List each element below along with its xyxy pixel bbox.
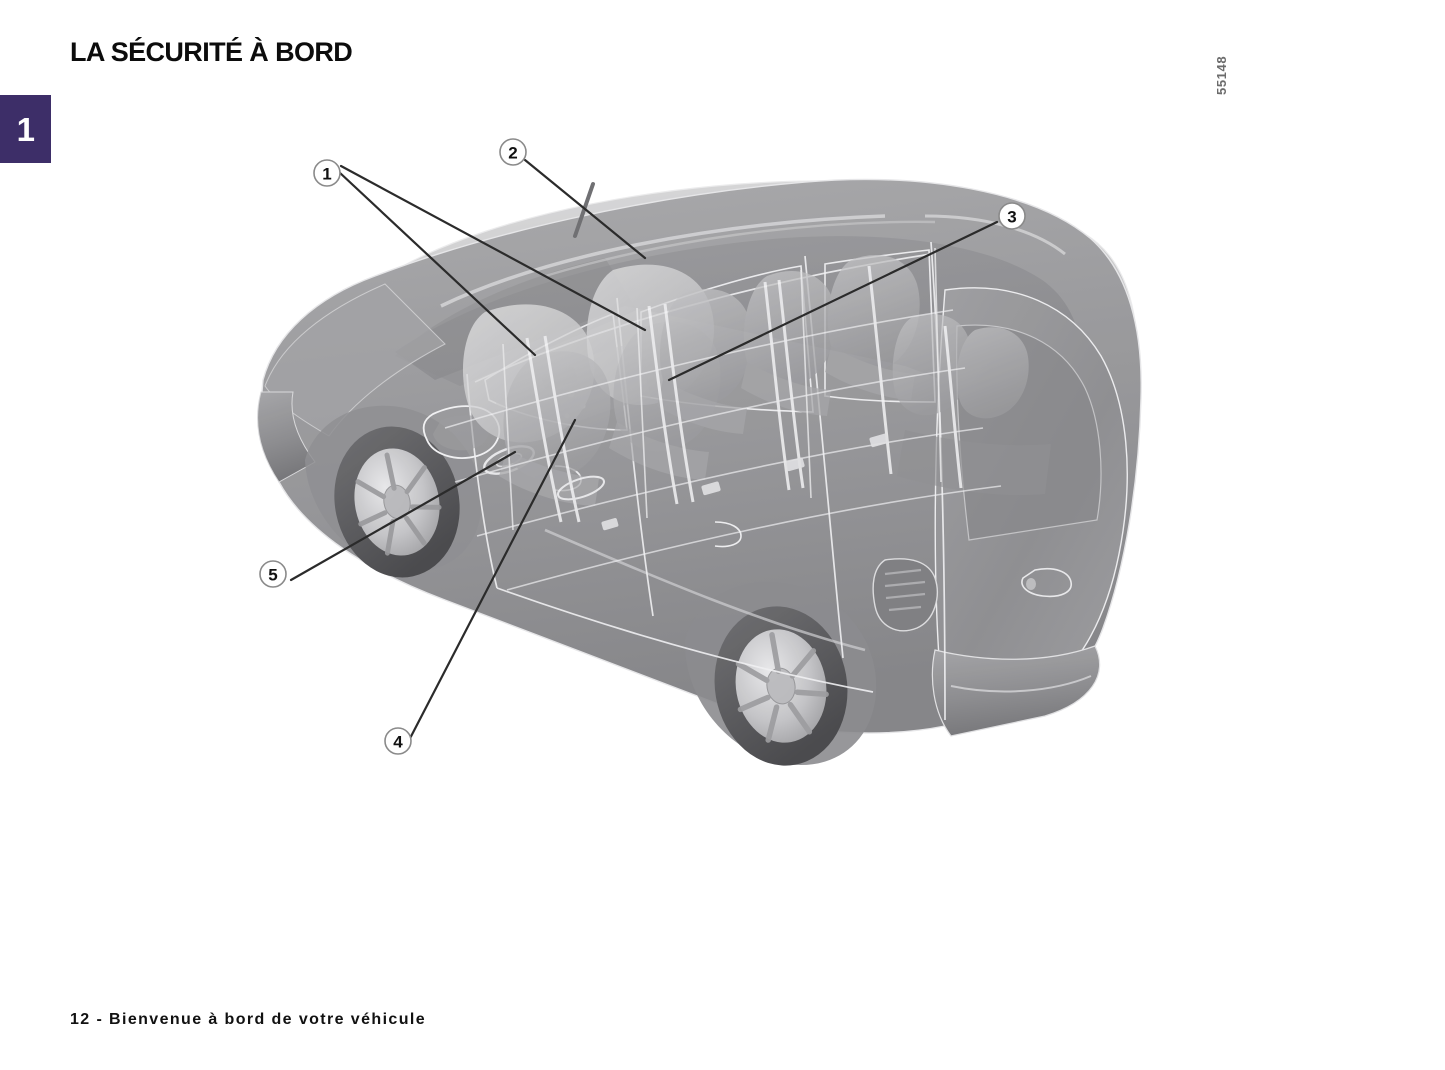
interior-ghost [444,247,1051,591]
callout-4-label: 4 [393,733,403,752]
callout-4: 4 [384,727,412,755]
callout-2: 2 [499,138,527,166]
callout-1: 1 [313,159,341,187]
callout-5-label: 5 [268,566,277,585]
callout-3: 3 [998,202,1026,230]
leader-line-2 [523,158,647,260]
callout-3-label: 3 [1007,208,1016,227]
chapter-tab: 1 [0,95,51,163]
leader-line-5 [289,450,517,582]
leader-line-1b [337,170,537,357]
chapter-number: 1 [16,110,35,148]
leader-line-4 [403,418,577,750]
page-title: LA SÉCURITÉ À BORD [70,37,353,67]
callout-5: 5 [259,560,287,588]
illustration-reference-code: 55148 [1214,55,1229,95]
callout-markers: 1 2 3 4 5 [259,138,1026,755]
vehicle-safety-diagram: 1 2 3 4 5 [245,130,1145,810]
leader-line-1a [339,164,647,332]
leader-line-3 [667,220,999,382]
page-footer: 12 - Bienvenue à bord de votre véhicule [70,1011,427,1028]
callout-1-label: 1 [322,165,331,184]
vehicle-illustration [257,178,1142,766]
callout-leader-lines [289,158,999,750]
callout-2-label: 2 [508,144,517,163]
